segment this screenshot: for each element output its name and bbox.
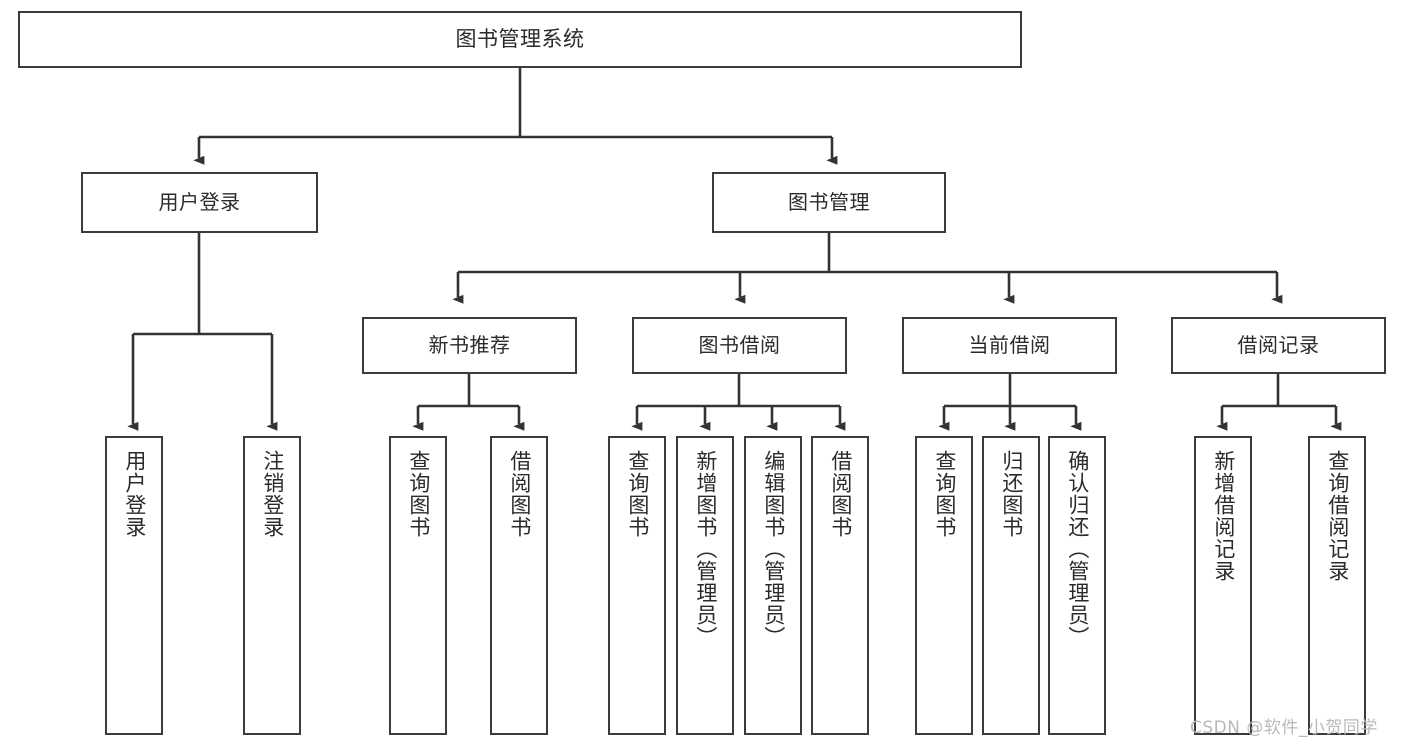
node-leaf-return-book[interactable]: 归还图书 <box>982 436 1040 735</box>
watermark-text: CSDN @软件_小贺同学 <box>1190 718 1378 738</box>
node-leaf-add-borrow-record[interactable]: 新增借阅记录 <box>1194 436 1252 735</box>
node-label: 查询图书 <box>932 450 957 538</box>
node-book-management[interactable]: 图书管理 <box>712 172 946 233</box>
node-label: 新增借阅记录 <box>1211 450 1236 582</box>
node-label: 查询图书 <box>625 450 650 538</box>
node-label: 用户登录 <box>158 189 241 214</box>
node-leaf-query-book-current[interactable]: 查询图书 <box>915 436 973 735</box>
node-leaf-borrow-book[interactable]: 借阅图书 <box>811 436 869 735</box>
node-leaf-query-book-borrow[interactable]: 查询图书 <box>608 436 666 735</box>
node-leaf-add-book-admin[interactable]: 新增图书（管理员） <box>676 436 734 735</box>
node-label: 图书管理系统 <box>455 27 585 52</box>
node-user-login[interactable]: 用户登录 <box>81 172 318 233</box>
node-label: 用户登录 <box>122 450 147 538</box>
node-borrowing-record[interactable]: 借阅记录 <box>1171 317 1386 374</box>
node-leaf-edit-book-admin[interactable]: 编辑图书（管理员） <box>744 436 802 735</box>
node-leaf-logout[interactable]: 注销登录 <box>243 436 301 735</box>
node-root-book-management-system[interactable]: 图书管理系统 <box>18 11 1022 68</box>
node-current-borrowing[interactable]: 当前借阅 <box>902 317 1117 374</box>
node-label: 新增图书（管理员） <box>693 450 718 648</box>
node-leaf-query-borrow-record[interactable]: 查询借阅记录 <box>1308 436 1366 735</box>
node-leaf-user-login[interactable]: 用户登录 <box>105 436 163 735</box>
node-label: 借阅图书 <box>507 450 532 538</box>
node-label: 借阅图书 <box>828 450 853 538</box>
node-leaf-borrow-book-recommend[interactable]: 借阅图书 <box>490 436 548 735</box>
node-label: 当前借阅 <box>968 332 1051 357</box>
node-label: 借阅记录 <box>1237 332 1320 357</box>
node-label: 图书管理 <box>788 189 870 214</box>
node-label: 编辑图书（管理员） <box>761 450 786 648</box>
node-leaf-query-book-recommend[interactable]: 查询图书 <box>389 436 447 735</box>
node-label: 图书借阅 <box>698 332 781 357</box>
node-label: 查询借阅记录 <box>1325 450 1350 582</box>
node-label: 新书推荐 <box>428 332 511 357</box>
node-label: 查询图书 <box>406 450 431 538</box>
node-label: 注销登录 <box>260 450 285 538</box>
node-new-book-recommendation[interactable]: 新书推荐 <box>362 317 577 374</box>
node-leaf-confirm-return-admin[interactable]: 确认归还（管理员） <box>1048 436 1106 735</box>
node-label: 确认归还（管理员） <box>1065 450 1090 648</box>
node-book-borrowing[interactable]: 图书借阅 <box>632 317 847 374</box>
node-label: 归还图书 <box>999 450 1024 538</box>
